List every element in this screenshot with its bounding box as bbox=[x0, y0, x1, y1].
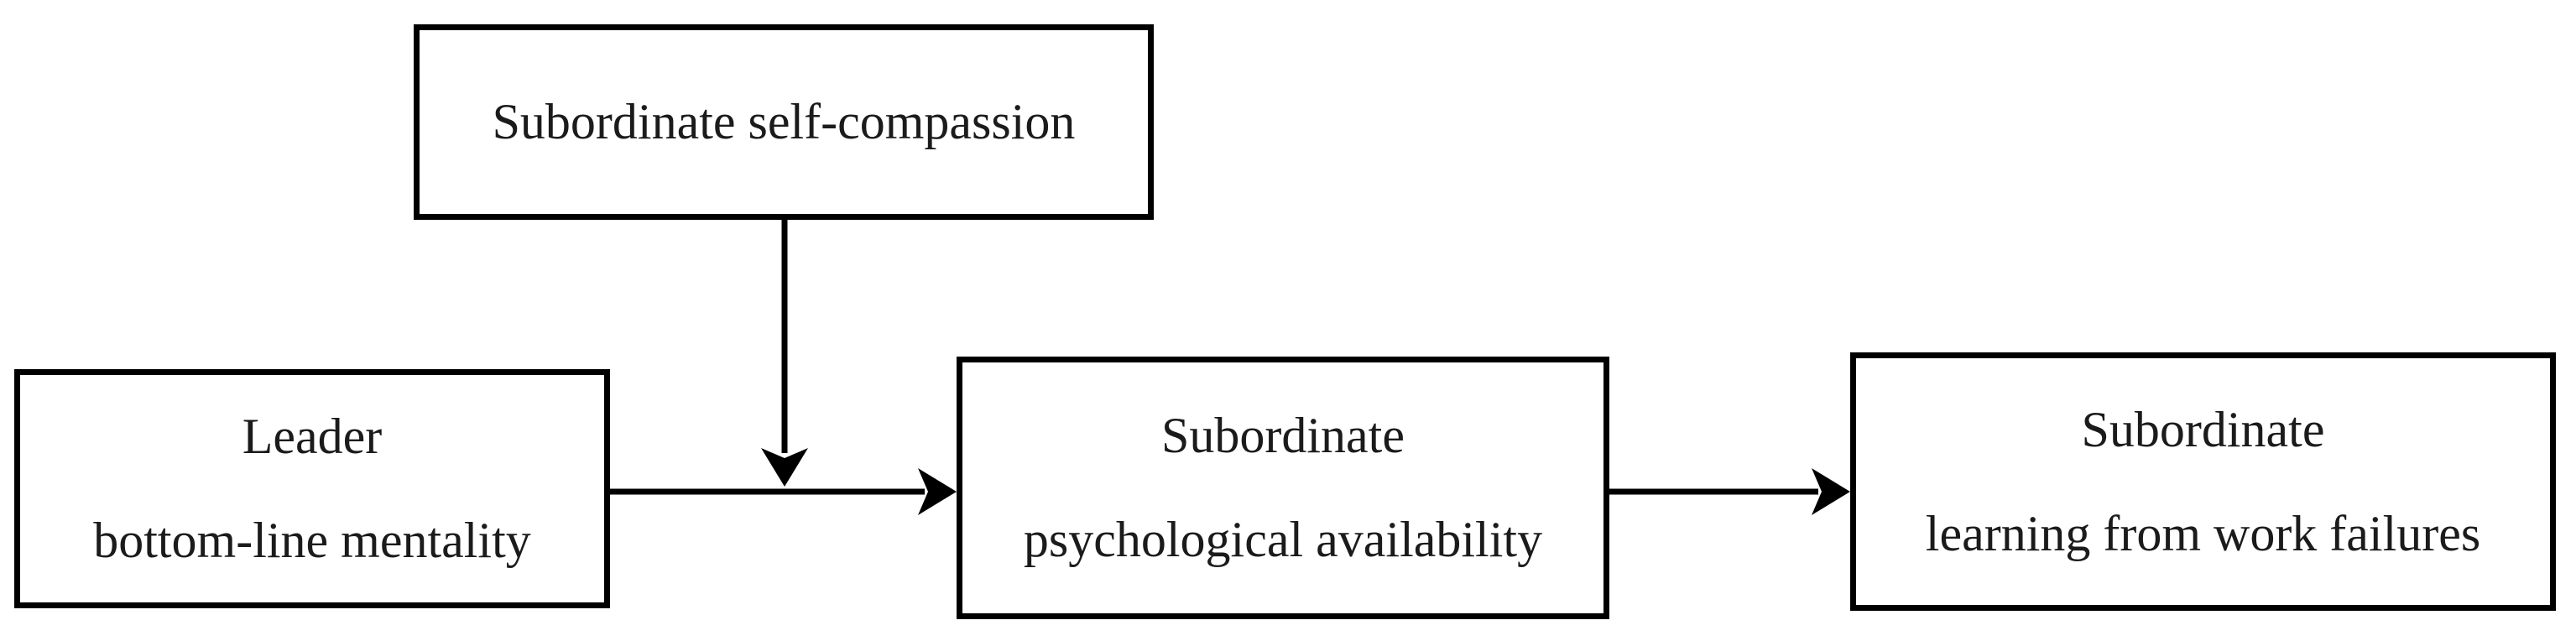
arrow-self-compassion-moderation bbox=[761, 220, 808, 487]
node-label-line: learning from work failures bbox=[1925, 505, 2481, 561]
node-subordinate-self-compassion: Subordinate self-compassion bbox=[414, 24, 1154, 220]
node-label-line: Subordinate self-compassion bbox=[492, 94, 1076, 149]
node-label-line: Subordinate bbox=[2081, 401, 2325, 457]
node-label-line: bottom-line mentality bbox=[93, 513, 531, 568]
node-label-line: Subordinate bbox=[1161, 408, 1405, 463]
arrow-blm-to-availability bbox=[610, 468, 957, 515]
node-leader-bottom-line-mentality: Leader bottom-line mentality bbox=[14, 369, 610, 608]
arrow-head bbox=[918, 468, 957, 515]
arrow-head bbox=[1812, 468, 1850, 515]
node-label-line: psychological availability bbox=[1023, 512, 1543, 567]
node-subordinate-psychological-availability: Subordinate psychological availability bbox=[957, 357, 1609, 619]
arrow-head bbox=[761, 448, 808, 487]
arrow-availability-to-learning bbox=[1609, 468, 1850, 515]
node-label-line: Leader bbox=[242, 409, 383, 464]
node-subordinate-learning-from-work-failures: Subordinate learning from work failures bbox=[1850, 352, 2556, 611]
